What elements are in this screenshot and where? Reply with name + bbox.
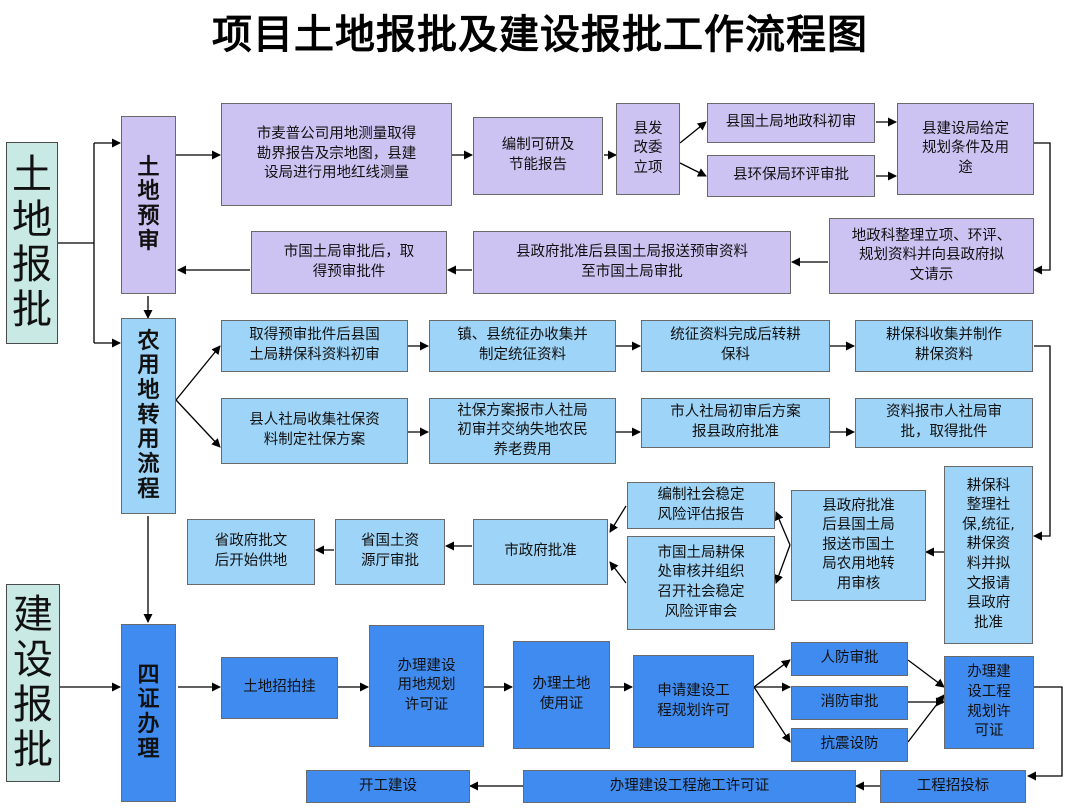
step-request-county-gov: 地政科整理立项、环评、 规划资料并向县政府拟 文请示 (829, 218, 1034, 294)
step-engineering-planning: 申请建设工 程规划许可 (633, 655, 754, 748)
step-civil-defense: 人防审批 (791, 642, 908, 676)
step-start-construction: 开工建设 (306, 770, 470, 803)
step-engineering-permit: 办理建 设工程 规划许 可证 (944, 656, 1034, 749)
step-preliminary-approved: 市国土局审批后，取 得预审批件 (251, 231, 447, 294)
step-city-gov-approval: 市政府批准 (473, 519, 608, 585)
step-plan-to-county: 市人社局初审后方案 报县政府批准 (641, 398, 830, 448)
step-land-survey: 市麦普公司用地测量取得 勘界报告及宗地图，县建 设局进行用地红线测量 (221, 103, 452, 206)
step-land-dept-review: 县国土局地政科初审 (707, 103, 875, 143)
step-pension-payment: 社保方案报市人社局 初审并交纳失地农民 养老费用 (429, 398, 616, 464)
step-transfer-farmland: 统征资料完成后转耕 保科 (641, 320, 830, 372)
step-social-security-plan: 县人社局收集社保资 料制定社保方案 (221, 398, 408, 464)
land-approval-label: 土 地 报 批 (6, 142, 58, 344)
step-land-planning-permit: 办理建设 用地规划 许可证 (369, 625, 484, 747)
step-submit-preliminary: 县政府批准后县国土局报送预审资料 至市国土局审批 (473, 231, 791, 294)
step-hr-approval: 资料报市人社局审 批，取得批件 (855, 398, 1033, 448)
step-env-approval: 县环保局环评审批 (707, 155, 875, 197)
step-province-review: 省国土资 源厅审批 (335, 519, 445, 585)
construction-approval-label: 建 设 报 批 (6, 584, 60, 782)
step-land-use-certificate: 办理土地 使用证 (513, 641, 610, 749)
step-fire-approval: 消防审批 (791, 686, 908, 720)
step-feasibility-report: 编制可研及 节能报告 (473, 117, 603, 195)
step-land-auction: 土地招拍挂 (221, 657, 338, 719)
step-county-drc: 县发 改委 立项 (616, 103, 680, 195)
step-risk-meeting: 市国土局耕保 处审核并组织 召开社会稳定 风险评审会 (627, 536, 775, 630)
page-title: 项目土地报批及建设报批工作流程图 (212, 12, 868, 58)
phase-land-preliminary-review: 土 地 预 审 (121, 116, 176, 294)
step-risk-report: 编制社会稳定 风险评估报告 (627, 482, 775, 529)
step-compile-materials: 耕保科 整理社 保,统征, 耕保资 料并拟 文报请 县政府 批准 (944, 466, 1033, 644)
phase-farmland-conversion: 农 用 地 转 用 流 程 (121, 318, 176, 514)
step-farmland-initial-review: 取得预审批件后县国 土局耕保科资料初审 (221, 320, 408, 372)
step-construction-permit: 办理建设工程施工许可证 (523, 770, 856, 803)
step-tendering: 工程招投标 (880, 770, 1026, 803)
step-collect-requisition: 镇、县统征办收集并 制定统征资料 (429, 320, 616, 372)
step-conversion-review: 县政府批准 后县国土局 报送市国土 局农用地转 用审核 (791, 490, 926, 601)
phase-four-certificates: 四 证 办 理 (121, 624, 176, 802)
step-farmland-materials: 耕保科收集并制作 耕保资料 (855, 320, 1033, 372)
step-seismic: 抗震设防 (791, 728, 908, 762)
step-land-supply: 省政府批文 后开始供地 (187, 519, 315, 585)
step-planning-conditions: 县建设局给定 规划条件及用 途 (897, 103, 1034, 195)
